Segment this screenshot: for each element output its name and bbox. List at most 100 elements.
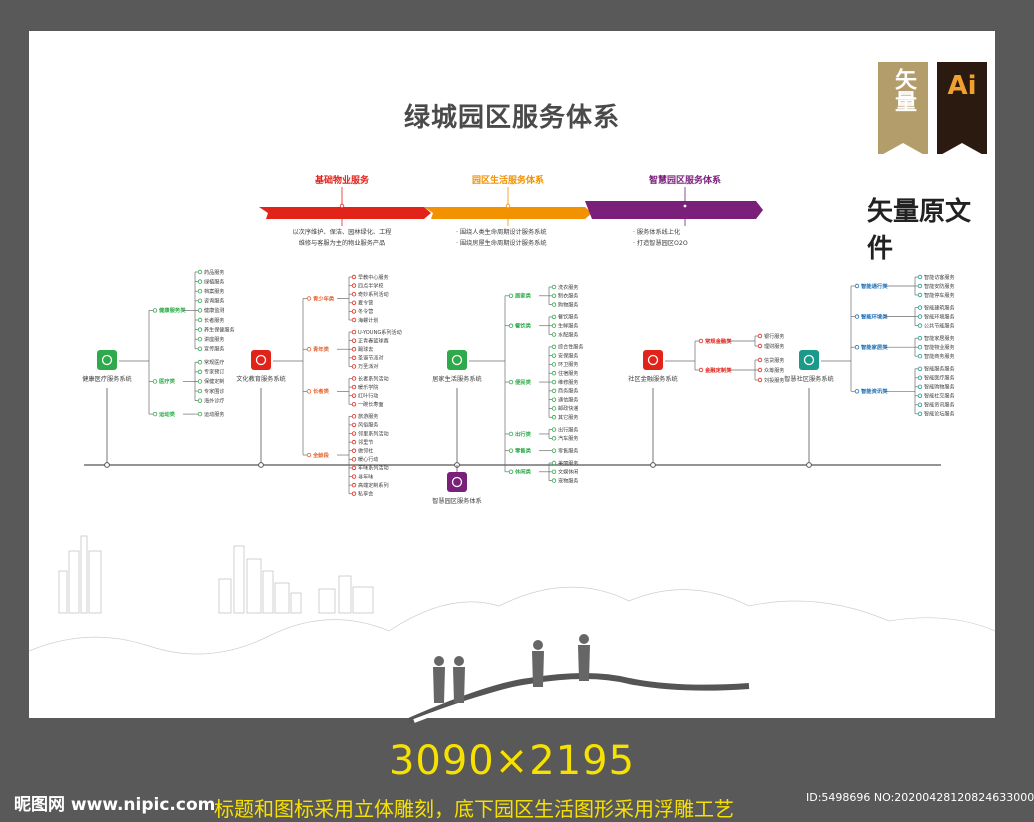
smart-item-node-2-1 xyxy=(917,305,923,310)
culture-item-node-4-5 xyxy=(351,448,357,453)
building-8 xyxy=(262,570,274,614)
vector-badge: 矢量 xyxy=(878,62,928,154)
band-label-1: 基础物业服务 xyxy=(314,174,370,186)
health-category-node-2 xyxy=(152,379,158,384)
smart-category-node-1 xyxy=(854,283,860,289)
culture-category-node-2 xyxy=(306,347,312,352)
vector-badge-notch xyxy=(878,143,928,157)
home-item-node-4-1 xyxy=(551,427,557,432)
system-name-5: 智慧社区服务系统 xyxy=(784,375,834,383)
culture-item-node-3-1 xyxy=(351,376,357,381)
health-item-node-1-2 xyxy=(197,279,203,284)
health-item-2-2: 专家预订 xyxy=(204,369,224,376)
building-1 xyxy=(58,570,68,614)
band-label-2: 园区生活服务体系 xyxy=(472,174,544,186)
home-item-node-4-2 xyxy=(551,436,557,441)
culture-item-node-4-4 xyxy=(351,439,357,445)
health-category-node-3 xyxy=(152,411,158,417)
finance-item-1-1: 银行服务 xyxy=(764,333,784,340)
health-item-node-2-3 xyxy=(197,379,203,384)
smart-park-icon-glyph xyxy=(451,476,463,488)
image-dimensions: 3090×2195 xyxy=(388,738,636,784)
health-item-1-8: 讲座服务 xyxy=(204,336,224,343)
person-body-4 xyxy=(578,645,590,681)
building-2 xyxy=(68,550,80,614)
home-category-node-1 xyxy=(508,293,514,298)
building-4 xyxy=(88,550,102,614)
smart-item-1-2: 智能安防服务 xyxy=(924,283,955,290)
home-item-node-3-9 xyxy=(551,415,557,420)
smart-item-node-4-5 xyxy=(917,402,923,407)
ai-badge-label: Ai xyxy=(947,71,977,101)
culture-item-node-2-5 xyxy=(351,364,357,369)
service-system-diagram: 基础物业服务以次序维护、保洁、园林绿化、工程维修与客服为主的物业服务产品园区生活… xyxy=(28,174,996,724)
person-head-3 xyxy=(533,640,543,650)
tree-line xyxy=(28,586,996,655)
culture-item-1-4: 夏令营 xyxy=(358,300,373,307)
culture-item-node-2-3 xyxy=(351,347,357,352)
bank-icon-glyph xyxy=(647,354,659,366)
timeline-node-1 xyxy=(104,462,110,468)
smart-item-node-2-3 xyxy=(917,323,923,328)
health-category-node-1 xyxy=(152,308,158,313)
home-item-3-9: 其它服务 xyxy=(558,414,578,421)
home-item-2-2: 生鲜服务 xyxy=(558,323,578,330)
finance-item-2-2: 众筹服务 xyxy=(764,367,784,374)
culture-item-4-3: 邻里系列活动 xyxy=(358,430,389,437)
health-item-3-1: 运动服务 xyxy=(204,411,224,418)
timeline-node-5 xyxy=(806,462,812,468)
culture-item-3-4: 一碗长寿面 xyxy=(358,401,383,408)
robot-icon-glyph xyxy=(803,354,815,366)
culture-item-node-4-10 xyxy=(351,491,357,496)
finance-item-node-1-2 xyxy=(757,343,763,349)
finance-item-node-1-1 xyxy=(757,333,763,339)
culture-category-node-1 xyxy=(306,296,312,301)
skyline-illustration xyxy=(28,535,996,655)
smart-item-2-3: 公共节能服务 xyxy=(924,322,955,329)
smart-item-3-2: 智能物业服务 xyxy=(924,344,955,351)
building-12 xyxy=(338,575,352,614)
culture-item-1-6: 海螺计划 xyxy=(358,317,378,324)
home-item-5-1: 零售服务 xyxy=(558,447,578,454)
home-category-node-5 xyxy=(508,448,514,453)
home-item-node-6-2 xyxy=(551,469,557,474)
smart-item-2-1: 智能建筑服务 xyxy=(924,304,955,311)
smart-item-node-1-3 xyxy=(917,292,923,298)
culture-item-2-1: U-YOUNG系列活动 xyxy=(358,329,402,336)
smart-category-node-3 xyxy=(854,345,860,350)
health-item-1-6: 长者服务 xyxy=(204,317,224,324)
culture-item-2-5: 万圣派对 xyxy=(358,363,378,370)
home-category-4: 出行类 xyxy=(515,430,532,438)
culture-item-1-2: 四点半学校 xyxy=(358,282,383,289)
person-body-1 xyxy=(433,667,445,703)
culture-item-node-2-2 xyxy=(351,338,357,343)
finance-category-node-1 xyxy=(698,338,704,344)
smart-category-2: 智能环境类 xyxy=(861,312,888,320)
building-5 xyxy=(218,578,232,614)
smart-category-1: 智能通行类 xyxy=(861,282,888,290)
home-item-3-7: 通信服务 xyxy=(558,396,578,403)
culture-category-node-3 xyxy=(306,389,312,394)
band-arrow-1 xyxy=(259,207,431,219)
band-label-3: 智慧园区服务体系 xyxy=(649,174,721,186)
band-desc-2-1: · 围绕人类生命周期设计服务系统 xyxy=(456,228,547,236)
building-11 xyxy=(318,588,336,614)
culture-item-node-4-7 xyxy=(351,465,357,471)
smart-item-node-3-2 xyxy=(917,345,923,350)
smart-item-node-4-3 xyxy=(917,384,923,389)
home-category-2: 餐饮类 xyxy=(514,322,532,330)
site-logo[interactable]: 昵图网 www.nipic.com xyxy=(14,795,216,815)
band-desc-3-2: · 打造智慧园区O2O xyxy=(633,239,688,247)
park-path-inner xyxy=(413,680,630,723)
graduation-cap-icon-glyph xyxy=(255,354,267,366)
smart-item-node-3-1 xyxy=(917,336,923,341)
culture-item-1-1: 早教中心服务 xyxy=(358,274,389,281)
home-item-4-1: 出行服务 xyxy=(558,426,578,433)
culture-item-4-10: 私享会 xyxy=(358,491,373,498)
poster-board: 基础物业服务以次序维护、保洁、园林绿化、工程维修与客服为主的物业服务产品园区生活… xyxy=(28,31,996,724)
home-item-node-3-2 xyxy=(551,353,557,358)
health-item-1-9: 宣传服务 xyxy=(204,346,224,353)
home-item-1-2: 制衣服务 xyxy=(558,293,578,300)
culture-category-1: 青少年类 xyxy=(313,294,335,302)
culture-item-2-3: 踢球去 xyxy=(358,346,373,353)
